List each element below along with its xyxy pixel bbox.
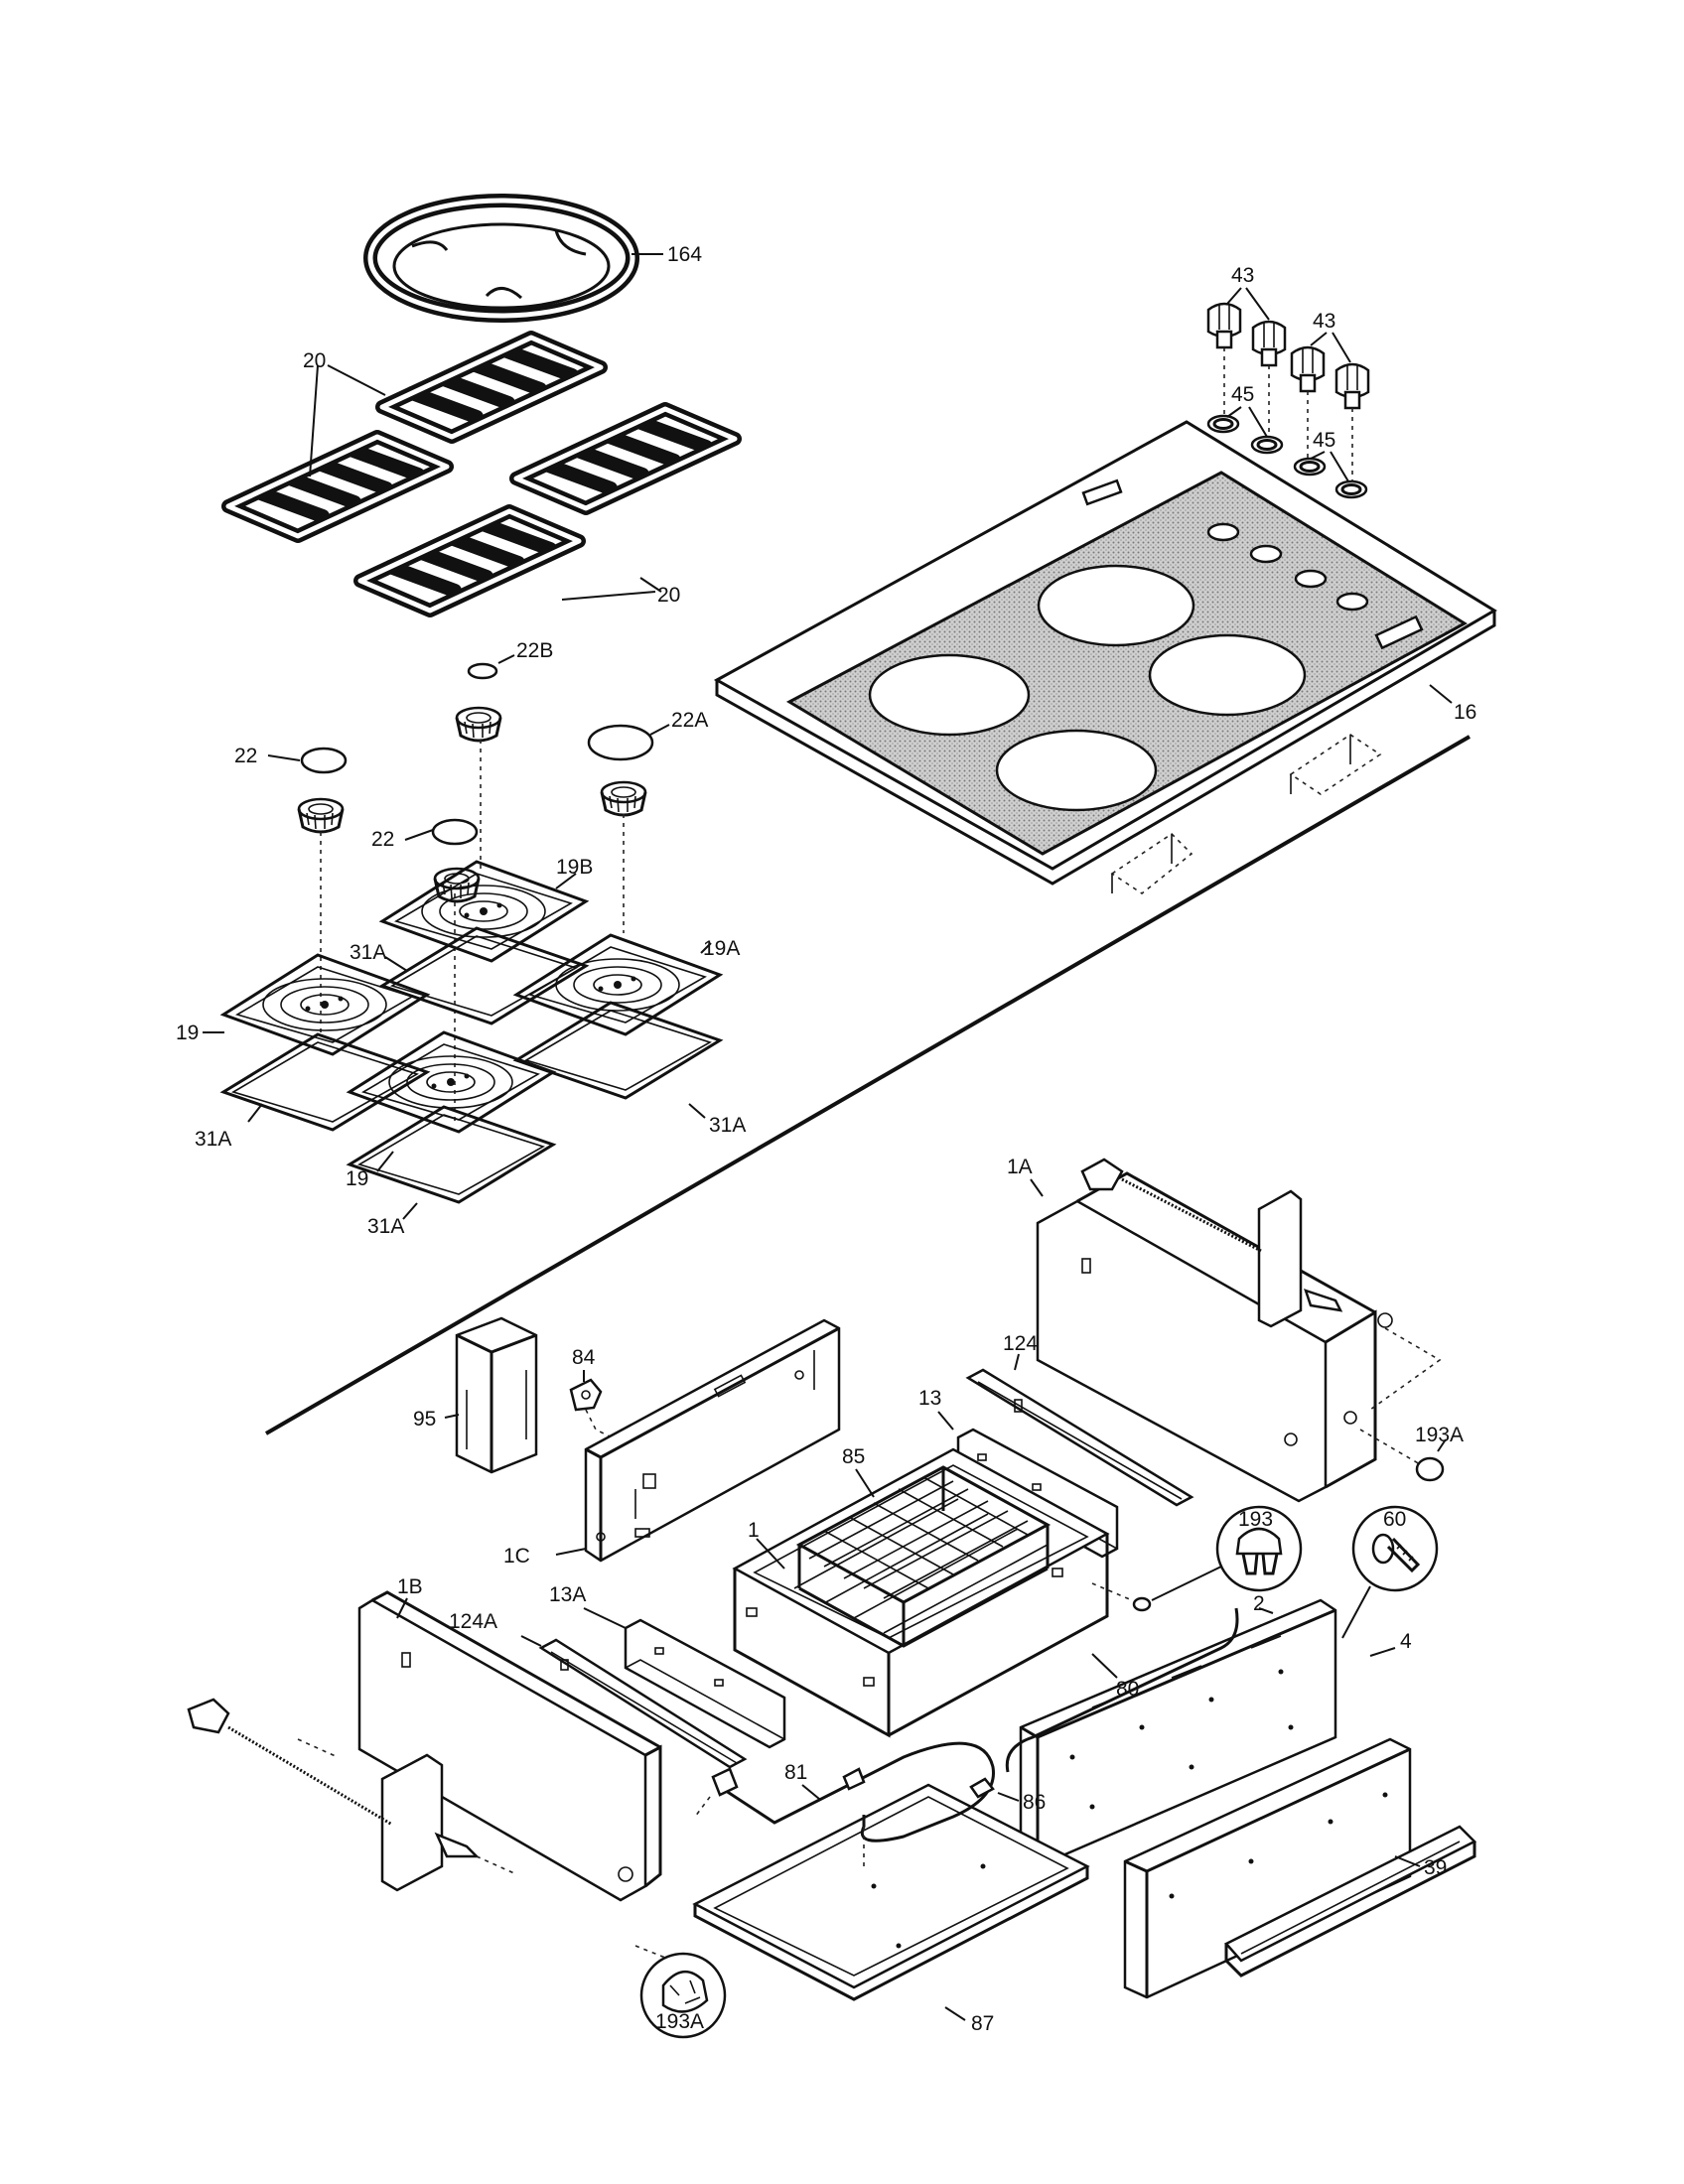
label-124: 124 (1003, 1332, 1038, 1355)
drawer-front (1123, 1737, 1412, 1999)
label-43-left: 43 (1231, 264, 1254, 287)
burner-caps-and-heads (297, 662, 654, 903)
label-39: 39 (1424, 1856, 1447, 1879)
label-193: 193 (1238, 1508, 1273, 1531)
label-84: 84 (572, 1346, 596, 1369)
right-drawer-rail (965, 1368, 1194, 1507)
detail-193a-plug (639, 1952, 727, 2039)
label-13a: 13A (549, 1583, 586, 1606)
label-19b: 19B (556, 856, 593, 879)
label-80: 80 (1116, 1678, 1139, 1701)
label-19-left: 19 (176, 1022, 199, 1044)
label-60: 60 (1383, 1508, 1406, 1531)
label-19a: 19A (703, 937, 740, 960)
label-45-right: 45 (1313, 429, 1335, 452)
label-85: 85 (842, 1445, 865, 1468)
label-193a-right: 193A (1415, 1424, 1464, 1446)
label-45-left: 45 (1231, 383, 1254, 406)
junction-box (455, 1316, 538, 1474)
label-20-bottom: 20 (657, 584, 680, 607)
label-1b: 1B (397, 1575, 423, 1598)
bottom-pan (692, 1783, 1090, 2001)
label-4: 4 (1400, 1630, 1412, 1653)
label-81: 81 (784, 1761, 807, 1784)
label-22-middle: 22 (371, 828, 394, 851)
left-drawer-slide (624, 1618, 786, 1749)
label-20-top: 20 (303, 349, 326, 372)
label-22-left: 22 (234, 745, 257, 767)
left-drawer-rail (538, 1638, 748, 1769)
detail-60-screw (1351, 1505, 1439, 1592)
label-16: 16 (1454, 701, 1476, 724)
label-31a-right: 31A (709, 1114, 746, 1137)
label-1c: 1C (503, 1545, 530, 1568)
label-2: 2 (1253, 1592, 1265, 1615)
label-86: 86 (1023, 1791, 1046, 1814)
label-22a: 22A (671, 709, 708, 732)
label-19-front: 19 (346, 1167, 368, 1190)
label-1: 1 (748, 1519, 760, 1542)
label-22b: 22B (516, 639, 553, 662)
burner-pans (221, 860, 722, 1204)
label-31a-bottom: 31A (367, 1215, 404, 1238)
label-87: 87 (971, 2012, 994, 2035)
label-95: 95 (413, 1408, 436, 1431)
wire-rack (795, 1465, 1052, 1648)
right-side-panel (1036, 1158, 1442, 1503)
label-1a: 1A (1007, 1156, 1033, 1178)
detail-193-bumper (1215, 1505, 1303, 1592)
label-124a: 124A (449, 1610, 497, 1633)
label-31a-upper: 31A (350, 941, 386, 964)
section-divider-line (264, 735, 1472, 1435)
label-13: 13 (918, 1387, 941, 1410)
label-164: 164 (667, 243, 702, 266)
element-clip (969, 1777, 995, 1799)
burner-grates (228, 338, 735, 611)
label-31a-left: 31A (195, 1128, 231, 1151)
label-193a-bottom: 193A (655, 2010, 704, 2033)
plug-right (1415, 1456, 1445, 1482)
label-43-right: 43 (1313, 310, 1335, 333)
left-side-panel (187, 1590, 662, 1902)
door-switch (569, 1378, 636, 1450)
wok-ring (363, 194, 639, 323)
rear-panel (584, 1318, 841, 1563)
drawer-handle (1223, 1825, 1477, 1978)
cooktop-glass (713, 420, 1497, 894)
drawer-body (732, 1447, 1110, 1738)
